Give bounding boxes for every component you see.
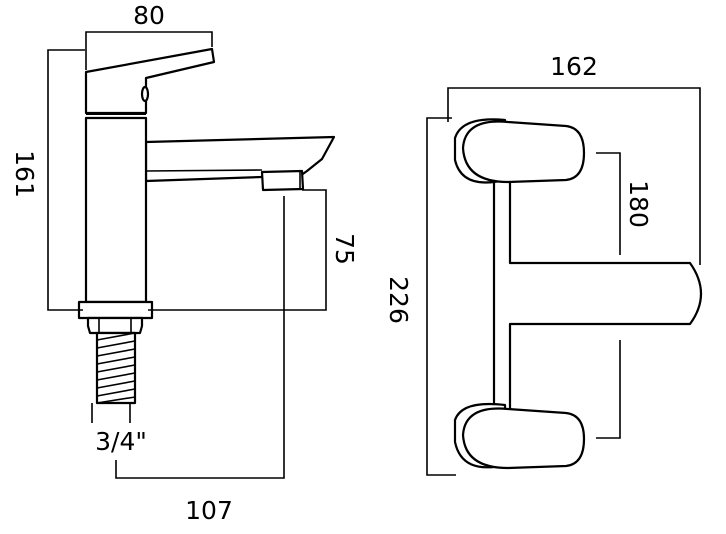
dim-centres-180: 180 <box>624 180 653 228</box>
spout <box>144 135 336 183</box>
dim-width-80: 80 <box>133 1 165 30</box>
top-spout-body <box>492 168 702 422</box>
top-view-tap <box>453 118 702 470</box>
dim-connector-3-4: 3/4" <box>95 427 147 456</box>
dim-width-162: 162 <box>550 52 598 81</box>
side-view-dimensions <box>47 31 327 479</box>
fixing-nut <box>86 316 144 335</box>
tap-base <box>77 300 154 320</box>
dim-depth-226: 226 <box>384 276 413 324</box>
dim-reach-107: 107 <box>185 496 233 525</box>
dim-height-161: 161 <box>10 150 39 198</box>
side-view-tap <box>77 47 336 423</box>
tap-body <box>84 116 148 304</box>
upper-handle-lever <box>461 120 586 184</box>
dim-spout-drop-75: 75 <box>330 233 359 265</box>
aerator <box>260 169 305 192</box>
lower-handle-lever <box>461 407 586 470</box>
lever-handle <box>84 47 216 115</box>
top-view-dimensions <box>426 87 701 476</box>
